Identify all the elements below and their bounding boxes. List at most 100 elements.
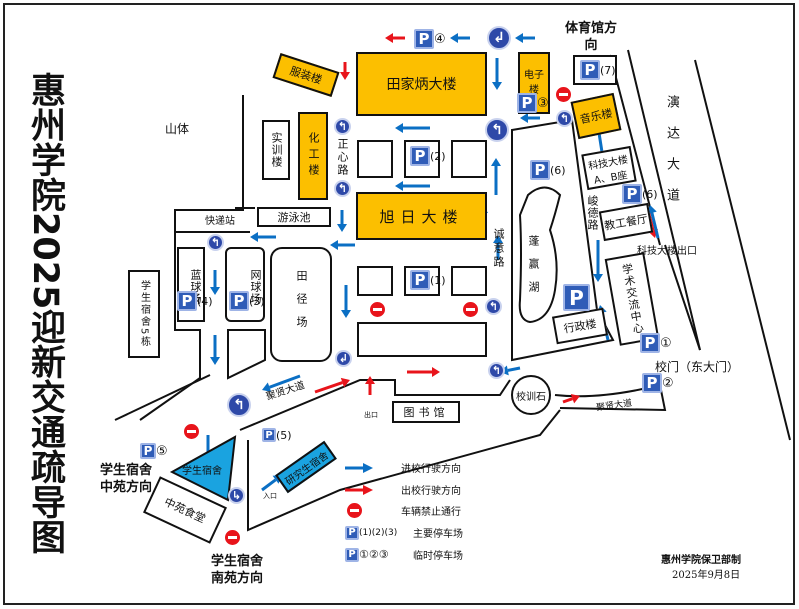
map-frame: [3, 3, 795, 605]
inbound-arrow-icon: [515, 33, 535, 43]
inbound-arrow-icon: [593, 240, 603, 282]
parking-admin[interactable]: P: [563, 284, 590, 311]
zhengxin-road-label: 正心路: [336, 138, 349, 177]
inbound-arrow-icon: [395, 181, 430, 191]
xuri-building[interactable]: 旭日大楼: [356, 192, 487, 240]
inbound-arrow-icon: [341, 285, 351, 318]
training-building[interactable]: 实训楼: [262, 120, 290, 180]
parking-number: (6): [642, 187, 658, 201]
no-entry-icon: [556, 87, 571, 102]
parking-icon: P: [640, 333, 660, 353]
parking-main-3[interactable]: P(3): [229, 291, 265, 311]
parking-icon: P: [140, 443, 156, 459]
turn-left-sign-icon: ↰: [485, 118, 509, 142]
building-block: [357, 266, 393, 296]
inbound-arrow-icon: [450, 33, 470, 43]
parking-main-4[interactable]: P(4): [177, 291, 213, 311]
parking-icon: P: [229, 291, 249, 311]
parking-main-6[interactable]: P(6): [530, 160, 566, 180]
turn-left-sign-icon: ↰: [488, 362, 505, 379]
parking-number: (4): [197, 294, 213, 308]
parking-icon: P: [410, 146, 430, 166]
zhongyuan-direction-label: 学生宿舍中苑方向: [99, 463, 152, 495]
parking-number: (2): [430, 149, 446, 163]
outbound-arrow-icon: [365, 376, 375, 395]
parking-icon: P: [262, 428, 276, 442]
no-entry-icon: [347, 503, 362, 518]
lake-label: 蓬赢湖: [527, 235, 540, 304]
parking-main-7[interactable]: P(7): [580, 60, 616, 80]
map-title: 惠州学院2025迎新交通疏导图: [25, 72, 65, 555]
track-field[interactable]: 田径场: [270, 247, 332, 362]
legend-main-parking: P(1)(2)(3)主要停车场: [345, 525, 463, 540]
turn-left-sign-icon: ↰: [334, 118, 351, 135]
nanyuan-direction-label: 学生宿舍南苑方向: [210, 554, 263, 586]
inbound-arrow-icon: [491, 158, 501, 195]
chemistry-building[interactable]: 化工楼: [298, 112, 328, 200]
motto-stone: 校训石: [511, 375, 551, 415]
parking-icon: P: [622, 184, 642, 204]
no-entry-icon: [370, 302, 385, 317]
turn-left-sign-icon: ↰: [334, 180, 351, 197]
parking-icon: P: [345, 525, 359, 540]
legend-in: 进校行驶方向: [345, 460, 461, 475]
legend-in-label: 进校行驶方向: [401, 464, 461, 475]
parking-number: (7): [600, 63, 616, 77]
outbound-arrow-icon: [407, 367, 440, 377]
road-edge: [114, 374, 211, 421]
tech-building-exit-label: 科技大楼出口: [637, 246, 697, 257]
inbound-arrow-icon: [493, 235, 503, 260]
east-gate-label: 校门（东大门）: [655, 360, 740, 374]
parking-main-5[interactable]: P(5): [262, 428, 292, 442]
building-block: [357, 140, 393, 178]
road-edge: [247, 409, 561, 532]
parking-number: ④: [434, 31, 446, 47]
student-dorm-shape: [169, 435, 237, 502]
legend-no-entry: 车辆禁止通行: [345, 503, 461, 518]
legend-temp-label: 临时停车场: [413, 551, 463, 562]
inbound-arrow-icon: [250, 232, 276, 242]
parking-number: ③: [537, 95, 549, 111]
parking-icon: P: [414, 29, 434, 49]
turn-left-sign-icon: ↰: [485, 298, 502, 315]
parking-icon: P: [177, 291, 197, 311]
outbound-arrow-icon: [562, 393, 580, 404]
no-entry-icon: [225, 530, 240, 545]
credit-org: 惠州学院保卫部制: [661, 555, 741, 566]
building-block: [357, 322, 487, 357]
parking-icon: P: [530, 160, 550, 180]
parking-main-2[interactable]: P(2): [410, 146, 446, 166]
dorm-building-5[interactable]: 学生宿舍5栋: [128, 270, 160, 358]
parking-main-1[interactable]: P(1): [410, 270, 446, 290]
parking-number: ②: [662, 375, 674, 391]
junde-road-label: 峻德路: [586, 195, 599, 231]
exit-label: 出口: [364, 411, 378, 419]
parking-number: ①: [660, 335, 672, 351]
parking-icon: P: [580, 60, 600, 80]
student-dorm-label[interactable]: 学生宿舍: [182, 466, 222, 477]
red-arrow-icon: [345, 484, 373, 495]
parking-icon: P: [345, 547, 359, 562]
legend-out: 出校行驶方向: [345, 482, 461, 497]
inbound-arrow-icon: [210, 335, 220, 365]
inbound-arrow-icon: [520, 113, 540, 123]
parking-number: (3): [249, 294, 265, 308]
library[interactable]: 图书馆: [392, 401, 460, 423]
parking-icon: P: [517, 93, 537, 113]
parking-number: (6): [550, 163, 566, 177]
legend-out-label: 出校行驶方向: [401, 486, 461, 497]
road-edge: [694, 59, 791, 441]
road-edge: [239, 379, 511, 431]
legend-temp-nums: ①②③: [359, 548, 389, 561]
parking-main-6b[interactable]: P(6): [622, 184, 658, 204]
tianjiabing-building[interactable]: 田家炳大楼: [356, 52, 487, 116]
parking-icon: P: [642, 373, 662, 393]
swimming-pool[interactable]: 游泳池: [257, 207, 331, 227]
